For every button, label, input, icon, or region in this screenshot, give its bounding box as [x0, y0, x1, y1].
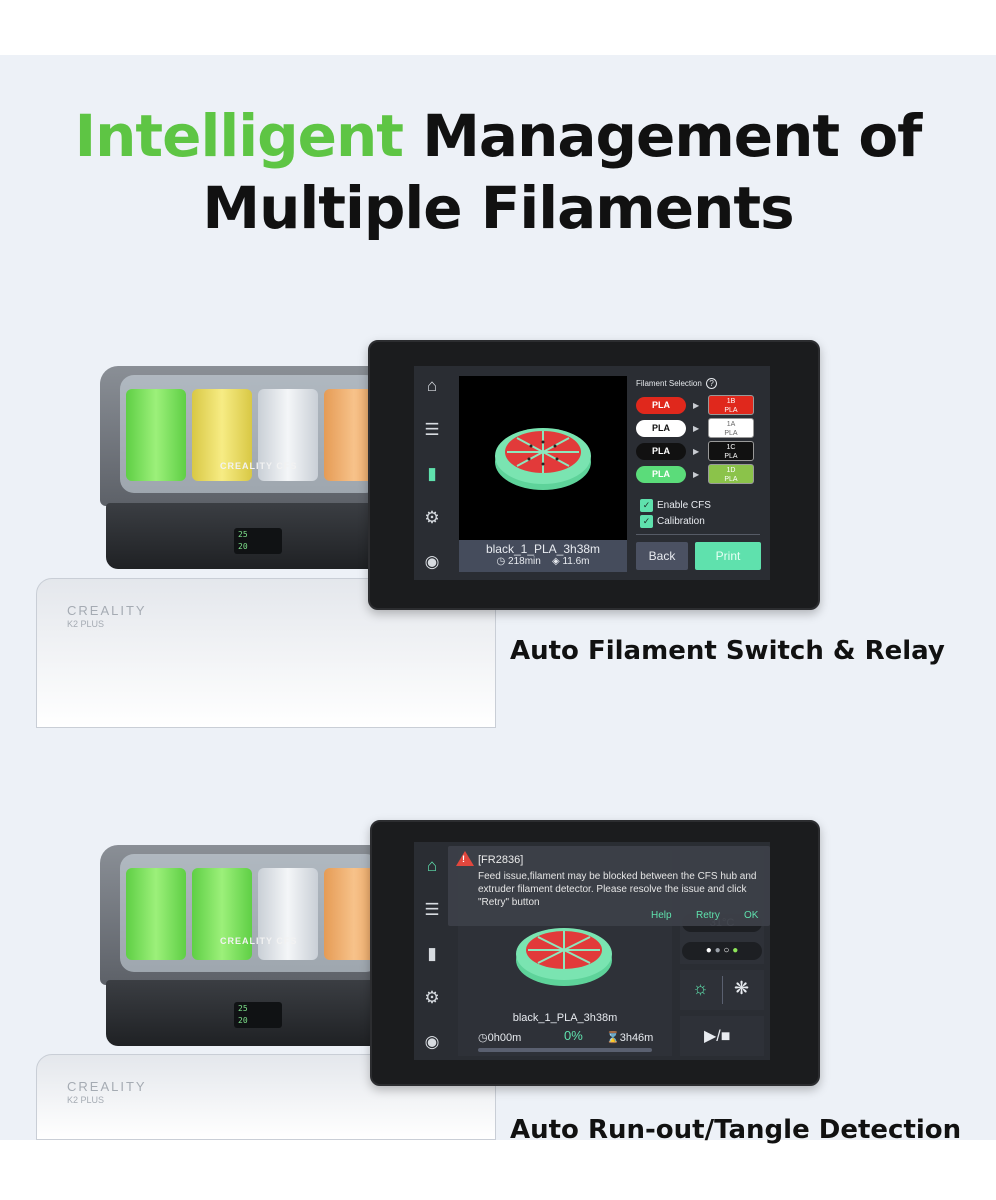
home-icon[interactable]: ⌂ — [426, 376, 438, 395]
printer-brand: CREALITY — [67, 1079, 147, 1094]
spool-green — [192, 868, 252, 960]
print-button[interactable]: Print — [695, 542, 761, 570]
screen-1-display: ⌂ ☰ ▮ ⚙ ◉ black_1_PLA_3h38m ◷ 218min ◈ 1… — [414, 366, 770, 580]
slot-dot: ● — [714, 945, 721, 956]
headline-highlight: Intelligent — [74, 102, 404, 170]
screen-2-display: ⌂ ☰ ▮ ⚙ ◉ black_1_PLA_3h38m ◷0h00m 0% ⌛3… — [414, 842, 770, 1060]
sliders-icon[interactable]: ☰ — [424, 420, 440, 439]
printer-brand: CREALITY — [67, 603, 147, 618]
gear-icon[interactable]: ⚙ — [424, 988, 440, 1007]
robot-icon[interactable]: ◉ — [424, 552, 440, 571]
file-name: black_1_PLA_3h38m — [485, 542, 601, 556]
spool-green — [126, 389, 186, 481]
filament-icon: ◈ — [551, 556, 560, 567]
caption-1: Auto Filament Switch & Relay — [510, 636, 945, 666]
elapsed-time: ◷0h00m — [478, 1032, 522, 1044]
caption-2: Auto Run-out/Tangle Detection — [510, 1115, 962, 1145]
play-stop-controls: ▶/■ — [680, 1016, 764, 1056]
help-button[interactable]: Help — [651, 910, 672, 921]
warning-icon: ! — [456, 851, 474, 866]
filament-slots-indicator[interactable]: ● ● ○ ● — [682, 942, 762, 960]
cfs-display-line2: 20 — [238, 542, 248, 551]
home-icon[interactable]: ⌂ — [426, 856, 438, 875]
play-pause-stop-icon[interactable]: ▶/■ — [704, 1028, 731, 1045]
cfs-display-line1: 25 — [238, 1004, 248, 1013]
light-fan-controls: ☼ ❋ — [680, 970, 764, 1010]
robot-icon[interactable]: ◉ — [424, 1032, 440, 1051]
enable-cfs-checkbox[interactable]: ✓Enable CFS — [640, 499, 711, 512]
print-time: 218min — [508, 556, 541, 567]
folder-icon[interactable]: ▮ — [427, 464, 437, 483]
arrow-right-icon: ▶ — [693, 447, 700, 456]
filament-length: 11.6m — [562, 556, 590, 567]
progress-percent: 0% — [564, 1028, 583, 1043]
filament-pill[interactable]: PLA — [636, 420, 686, 437]
printer-model: K2 PLUS — [67, 619, 105, 629]
cfs-display-line2: 20 — [238, 1016, 248, 1025]
error-code: [FR2836] — [478, 854, 524, 866]
divider — [636, 534, 760, 535]
sliders-icon[interactable]: ☰ — [424, 900, 440, 919]
clock-icon: ◷ — [496, 556, 506, 567]
watermelon-model-image — [495, 428, 591, 490]
file-meta: ◷ 218min ◈ 11.6m — [459, 556, 627, 567]
check-icon: ✓ — [640, 515, 653, 528]
error-dialog: ! [FR2836] Feed issue,filament may be bl… — [448, 846, 770, 926]
cfs-display-line1: 25 — [238, 530, 248, 539]
cfs-brand: CREALITY CFS — [220, 936, 298, 946]
remaining-time: ⌛3h46m — [606, 1032, 654, 1044]
light-bulb-icon[interactable]: ☼ — [692, 978, 709, 998]
retry-button[interactable]: Retry — [696, 910, 720, 921]
printer-model: K2 PLUS — [67, 1095, 105, 1105]
file-info-bar: black_1_PLA_3h38m ◷ 218min ◈ 11.6m — [459, 540, 627, 572]
model-preview — [459, 376, 627, 540]
spool-yellow — [192, 389, 252, 481]
clock-icon: ◷ — [478, 1032, 488, 1044]
ok-button[interactable]: OK — [744, 910, 759, 921]
progress-bar — [478, 1048, 652, 1052]
divider — [722, 976, 723, 1004]
filament-pill[interactable]: PLA — [636, 466, 686, 483]
watermelon-model-image — [516, 928, 612, 986]
check-icon: ✓ — [640, 499, 653, 512]
headline-rest: Management of — [422, 102, 922, 170]
error-message: Feed issue,filament may be blocked betwe… — [478, 871, 757, 908]
cfs-display: 25 20 — [234, 528, 282, 554]
cfs-display: 25 20 — [234, 1002, 282, 1028]
hourglass-icon: ⌛ — [606, 1032, 620, 1044]
filament-pill[interactable]: PLA — [636, 443, 686, 460]
folder-icon[interactable]: ▮ — [427, 944, 437, 963]
headline-line2: Multiple Filaments — [202, 174, 794, 242]
spool-white — [258, 389, 318, 481]
sidebar: ⌂ ☰ ▮ ⚙ ◉ — [414, 366, 450, 580]
back-button[interactable]: Back — [636, 542, 688, 570]
filament-selection-label: Filament Selection ? — [636, 378, 718, 389]
arrow-right-icon: ▶ — [693, 470, 700, 479]
slot-dot: ● — [732, 945, 739, 956]
cfs-brand: CREALITY CFS — [220, 461, 298, 471]
filament-pill[interactable]: PLA — [636, 397, 686, 414]
spool-white — [258, 868, 318, 960]
sidebar: ⌂ ☰ ▮ ⚙ ◉ — [414, 842, 450, 1060]
cfs-window: CREALITY CFS — [120, 375, 380, 493]
fan-icon[interactable]: ❋ — [734, 978, 750, 998]
cfs-window: CREALITY CFS — [120, 854, 380, 972]
calibration-checkbox[interactable]: ✓Calibration — [640, 515, 705, 528]
gear-icon[interactable]: ⚙ — [424, 508, 440, 527]
slot-dot: ● — [705, 945, 712, 956]
file-name: black_1_PLA_3h38m — [512, 1012, 618, 1024]
arrow-right-icon: ▶ — [693, 424, 700, 433]
page-headline: Intelligent Management of Multiple Filam… — [0, 100, 996, 244]
spool-green — [126, 868, 186, 960]
help-icon[interactable]: ? — [706, 378, 718, 389]
arrow-right-icon: ▶ — [693, 401, 700, 410]
slot-dot: ○ — [723, 945, 730, 956]
